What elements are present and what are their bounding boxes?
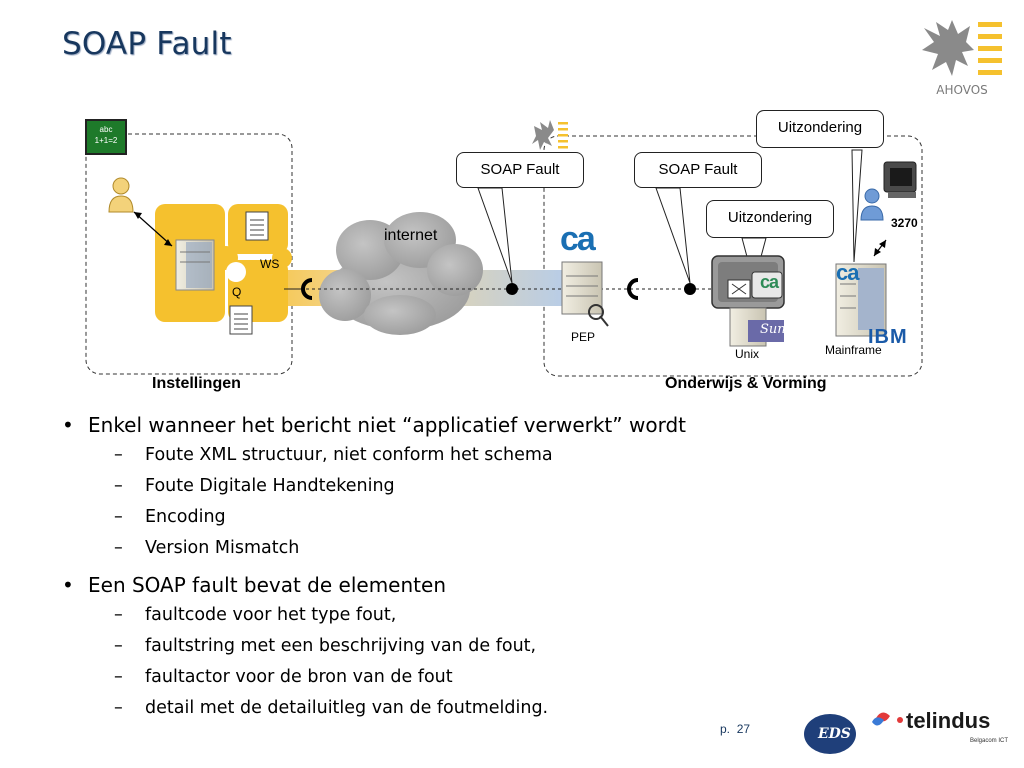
slide-title: SOAP Fault — [62, 26, 232, 62]
user-icon — [108, 177, 134, 213]
sub-bullet: –faultactor voor de bron van de fout — [114, 667, 453, 687]
unix-server-icon — [711, 255, 785, 347]
terminal-3270-label: 3270 — [891, 216, 918, 230]
footer-logos: EDS telindus Belgacom ICT — [800, 704, 1020, 760]
mainframe-icon — [835, 263, 887, 337]
connector-left — [301, 278, 313, 300]
document-icon-bottom — [229, 305, 253, 335]
pep-server-icon — [561, 261, 609, 327]
architecture-diagram: abc 1+1=2 internet WS Q PEP Unix Mainfra… — [0, 100, 1024, 405]
ca-logo-pep: ca — [560, 220, 596, 258]
telindus-logo: telindus — [906, 708, 991, 733]
footer-logo-art — [804, 712, 903, 754]
sub-bullet: –faultcode voor het type fout, — [114, 605, 397, 625]
region-label-instellingen: Instellingen — [152, 375, 241, 392]
sub-bullet: –Encoding — [114, 507, 226, 527]
sub-bullet: –Version Mismatch — [114, 538, 300, 558]
ibm-logo: IBM — [868, 326, 908, 348]
terminal-user-icon — [860, 188, 884, 221]
client-server-icon — [175, 239, 215, 291]
ca-logo-mainframe: ca — [836, 260, 860, 285]
abc-label-2: 1+1=2 — [94, 136, 118, 145]
region-label-onderwijs: Onderwijs & Vorming — [665, 375, 827, 392]
terminal-icon — [883, 161, 917, 198]
ahovos-label: AHOVOS — [936, 83, 988, 97]
small-lion-icon — [532, 120, 568, 150]
sub-bullet: –Foute XML structuur, niet conform het s… — [114, 445, 553, 465]
callout-uitzondering-2: Uitzondering — [756, 110, 884, 148]
internet-cloud — [319, 212, 483, 335]
fault-point-2 — [684, 283, 696, 295]
telindus-sub: Belgacom ICT — [970, 738, 1009, 744]
internet-label: internet — [384, 227, 438, 244]
abc-label-1: abc — [99, 125, 113, 134]
callout-soap-fault-1: SOAP Fault — [456, 152, 584, 188]
mainframe-label: Mainframe — [825, 343, 882, 357]
pep-label: PEP — [571, 330, 596, 344]
bullet-1: Enkel wanneer het bericht niet “applicat… — [62, 410, 822, 440]
bullet-list: Enkel wanneer het bericht niet “applicat… — [62, 410, 822, 724]
bullet-2: Een SOAP fault bevat de elementen — [62, 570, 822, 600]
ws-label: WS — [260, 257, 280, 271]
q-label: Q — [232, 285, 242, 299]
callout-soap-fault-2: SOAP Fault — [634, 152, 762, 188]
eds-logo: EDS — [818, 726, 851, 742]
sub-bullet: –faultstring met een beschrijving van de… — [114, 636, 537, 656]
connector-right — [627, 278, 639, 300]
sub-bullet: –Foute Digitale Handtekening — [114, 476, 395, 496]
ahovos-logo: AHOVOS — [918, 16, 1006, 102]
unix-label: Unix — [735, 347, 760, 361]
callout-uitzondering-1: Uitzondering — [706, 200, 834, 238]
document-icon-top — [245, 211, 269, 241]
flemish-lion-icon — [922, 20, 1002, 76]
ca-logo-unix: ca — [760, 272, 779, 292]
abc-board-icon — [85, 119, 127, 155]
diagram-canvas — [85, 119, 923, 377]
region-onderwijs — [543, 135, 923, 377]
fault-point-1 — [506, 283, 518, 295]
sun-logo: Sun — [760, 322, 786, 337]
sub-bullet: –detail met de detailuitleg van de foutm… — [114, 698, 549, 718]
page-number: p. 27 — [720, 722, 751, 736]
